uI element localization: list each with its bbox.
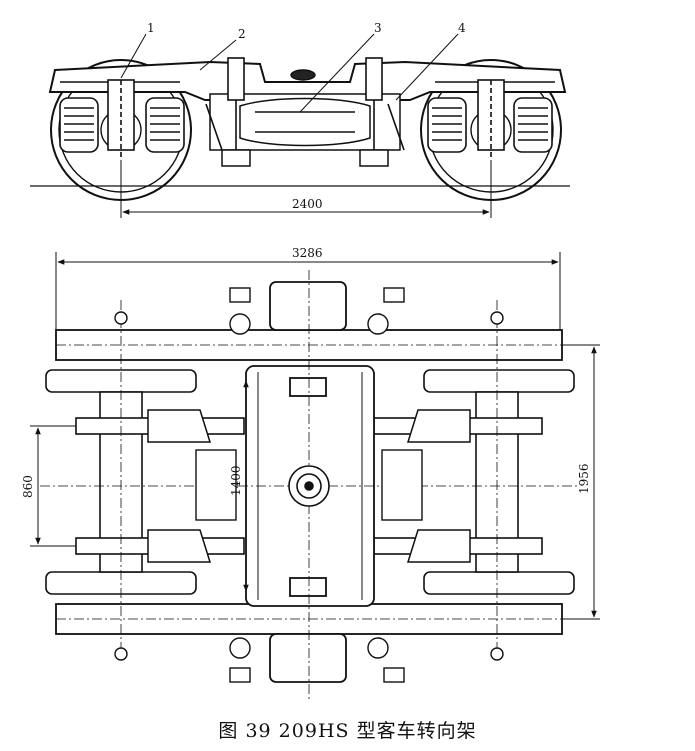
overall-width-label: 1956 <box>577 463 591 494</box>
wheelbase-dimension <box>120 160 492 218</box>
gauge-label: 1400 <box>229 465 243 496</box>
spring-spacing-dimension <box>30 425 76 547</box>
axle-spring-packs <box>59 97 553 153</box>
wheelbase-label: 2400 <box>292 197 323 211</box>
overall-length-label: 3286 <box>292 246 323 260</box>
overall-length-dimension <box>55 252 561 340</box>
callout-numbers: 1 2 3 4 <box>147 21 466 41</box>
callout-4: 4 <box>458 21 466 35</box>
axle-boxes <box>107 79 505 160</box>
bolster-hangers <box>205 57 405 151</box>
side-view <box>30 33 570 218</box>
plan-view <box>30 252 600 700</box>
figure-caption: 图 39 209HS 型客车转向架 <box>218 720 477 742</box>
callout-leaders <box>120 33 459 113</box>
plan-mounts <box>114 287 504 683</box>
spring-spacing-label: 860 <box>21 475 35 498</box>
center-pivot-oval <box>290 69 316 81</box>
overall-width-dimension <box>562 344 600 620</box>
side-frame <box>48 60 567 101</box>
callout-1: 1 <box>147 21 155 35</box>
callout-2: 2 <box>238 27 246 41</box>
bolster-assembly <box>209 93 401 167</box>
plan-axle-boxes <box>147 409 471 563</box>
center-pivot <box>288 465 330 507</box>
callout-3: 3 <box>374 21 382 35</box>
